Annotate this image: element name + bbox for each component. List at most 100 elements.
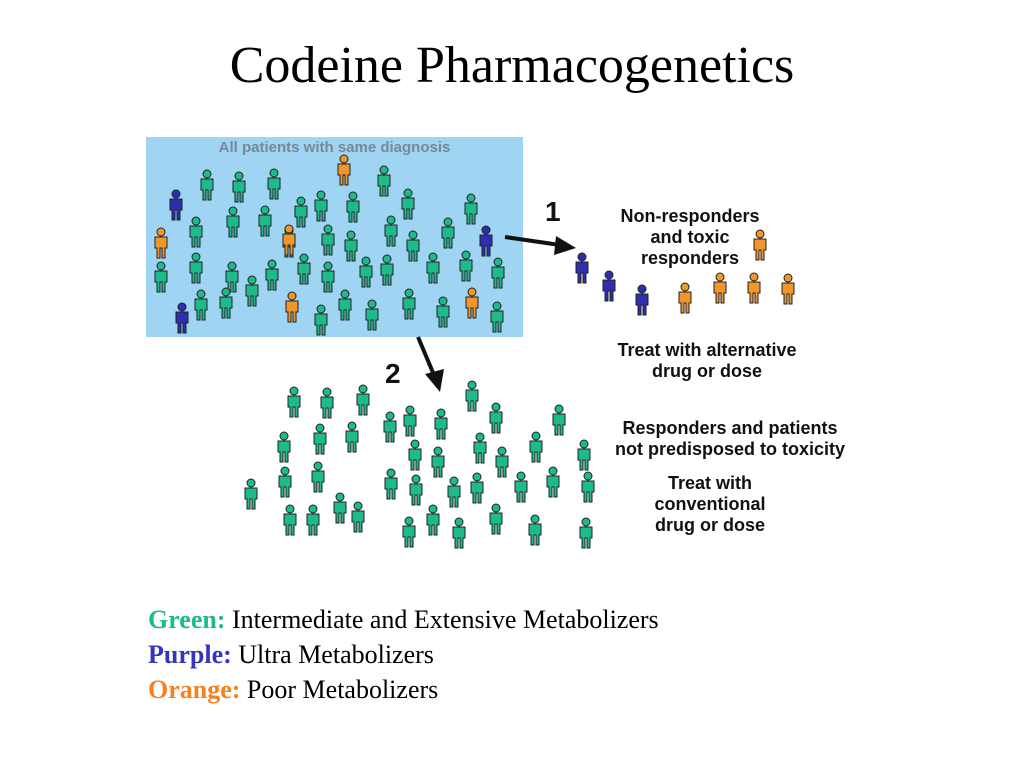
person-green-icon	[336, 289, 354, 321]
person-orange-icon	[751, 229, 769, 261]
person-green-icon	[378, 254, 396, 286]
person-green-icon	[375, 165, 393, 197]
person-green-icon	[223, 261, 241, 293]
slide-title: Codeine Pharmacogenetics	[229, 37, 795, 94]
person-green-icon	[217, 287, 235, 319]
label-line: and toxic	[650, 227, 730, 247]
person-green-icon	[445, 476, 463, 508]
legend-item-green: Green: Intermediate and Extensive Metabo…	[148, 602, 659, 637]
label-line: responders	[640, 248, 740, 268]
path-2-group-label: Responders and patients not predisposed …	[580, 418, 880, 460]
person-green-icon	[192, 289, 210, 321]
label-line: conventional	[654, 494, 766, 514]
person-green-icon	[381, 411, 399, 443]
person-green-icon	[243, 275, 261, 307]
color-legend: Green: Intermediate and Extensive Metabo…	[148, 602, 659, 707]
person-purple-icon	[173, 302, 191, 334]
person-green-icon	[312, 304, 330, 336]
person-green-icon	[462, 193, 480, 225]
person-green-icon	[526, 514, 544, 546]
label-line: Non-responders	[620, 206, 760, 226]
panel-label: All patients with same diagnosis	[218, 139, 451, 156]
person-green-icon	[468, 472, 486, 504]
legend-key: Purple:	[148, 640, 232, 669]
person-green-icon	[439, 217, 457, 249]
person-green-icon	[399, 188, 417, 220]
person-green-icon	[242, 478, 260, 510]
person-green-icon	[285, 386, 303, 418]
person-green-icon	[382, 215, 400, 247]
person-green-icon	[489, 257, 507, 289]
person-orange-icon	[463, 287, 481, 319]
person-green-icon	[400, 516, 418, 548]
person-green-icon	[354, 384, 372, 416]
person-green-icon	[424, 504, 442, 536]
path-1-group-label: Non-responders and toxic responders	[590, 206, 790, 269]
arrow-1-icon	[504, 235, 576, 255]
person-green-icon	[404, 230, 422, 262]
person-green-icon	[312, 190, 330, 222]
person-green-icon	[344, 191, 362, 223]
person-green-icon	[343, 421, 361, 453]
label-line: Responders and patients	[622, 418, 838, 438]
person-purple-icon	[600, 270, 618, 302]
person-orange-icon	[779, 273, 797, 305]
person-green-icon	[463, 380, 481, 412]
person-green-icon	[318, 387, 336, 419]
person-green-icon	[224, 206, 242, 238]
path-2-treatment: Treat with conventional drug or dose	[610, 473, 810, 536]
person-green-icon	[407, 474, 425, 506]
arrow-2-icon	[416, 336, 444, 392]
person-green-icon	[550, 404, 568, 436]
person-green-icon	[230, 171, 248, 203]
legend-value: Intermediate and Extensive Metabolizers	[232, 605, 659, 634]
person-green-icon	[424, 252, 442, 284]
person-green-icon	[579, 471, 597, 503]
person-green-icon	[488, 301, 506, 333]
person-green-icon	[457, 250, 475, 282]
label-line: drug or dose	[654, 515, 765, 535]
person-green-icon	[471, 432, 489, 464]
person-green-icon	[434, 296, 452, 328]
legend-key: Orange:	[148, 675, 241, 704]
person-green-icon	[152, 261, 170, 293]
person-orange-icon	[745, 272, 763, 304]
person-green-icon	[450, 517, 468, 549]
person-green-icon	[527, 431, 545, 463]
person-green-icon	[198, 169, 216, 201]
person-green-icon	[281, 504, 299, 536]
label-line: Treat with	[667, 473, 752, 493]
person-green-icon	[276, 466, 294, 498]
person-green-icon	[275, 431, 293, 463]
label-line: not predisposed to toxicity	[614, 439, 846, 459]
person-green-icon	[406, 439, 424, 471]
path-2-number: 2	[385, 358, 401, 389]
person-green-icon	[575, 439, 593, 471]
legend-key: Green:	[148, 605, 226, 634]
person-green-icon	[577, 517, 595, 549]
person-orange-icon	[676, 282, 694, 314]
person-green-icon	[429, 446, 447, 478]
person-green-icon	[319, 261, 337, 293]
person-green-icon	[187, 216, 205, 248]
person-green-icon	[263, 259, 281, 291]
person-green-icon	[331, 492, 349, 524]
legend-item-purple: Purple: Ultra Metabolizers	[148, 637, 659, 672]
person-green-icon	[342, 230, 360, 262]
person-green-icon	[400, 288, 418, 320]
person-green-icon	[295, 253, 313, 285]
person-orange-icon	[335, 154, 353, 186]
person-green-icon	[512, 471, 530, 503]
person-orange-icon	[152, 227, 170, 259]
person-green-icon	[304, 504, 322, 536]
label-line: Treat with alternative	[617, 340, 797, 360]
person-green-icon	[187, 252, 205, 284]
person-green-icon	[363, 299, 381, 331]
person-green-icon	[292, 196, 310, 228]
legend-item-orange: Orange: Poor Metabolizers	[148, 672, 659, 707]
person-green-icon	[319, 224, 337, 256]
person-green-icon	[382, 468, 400, 500]
person-green-icon	[256, 205, 274, 237]
person-purple-icon	[167, 189, 185, 221]
person-green-icon	[487, 503, 505, 535]
